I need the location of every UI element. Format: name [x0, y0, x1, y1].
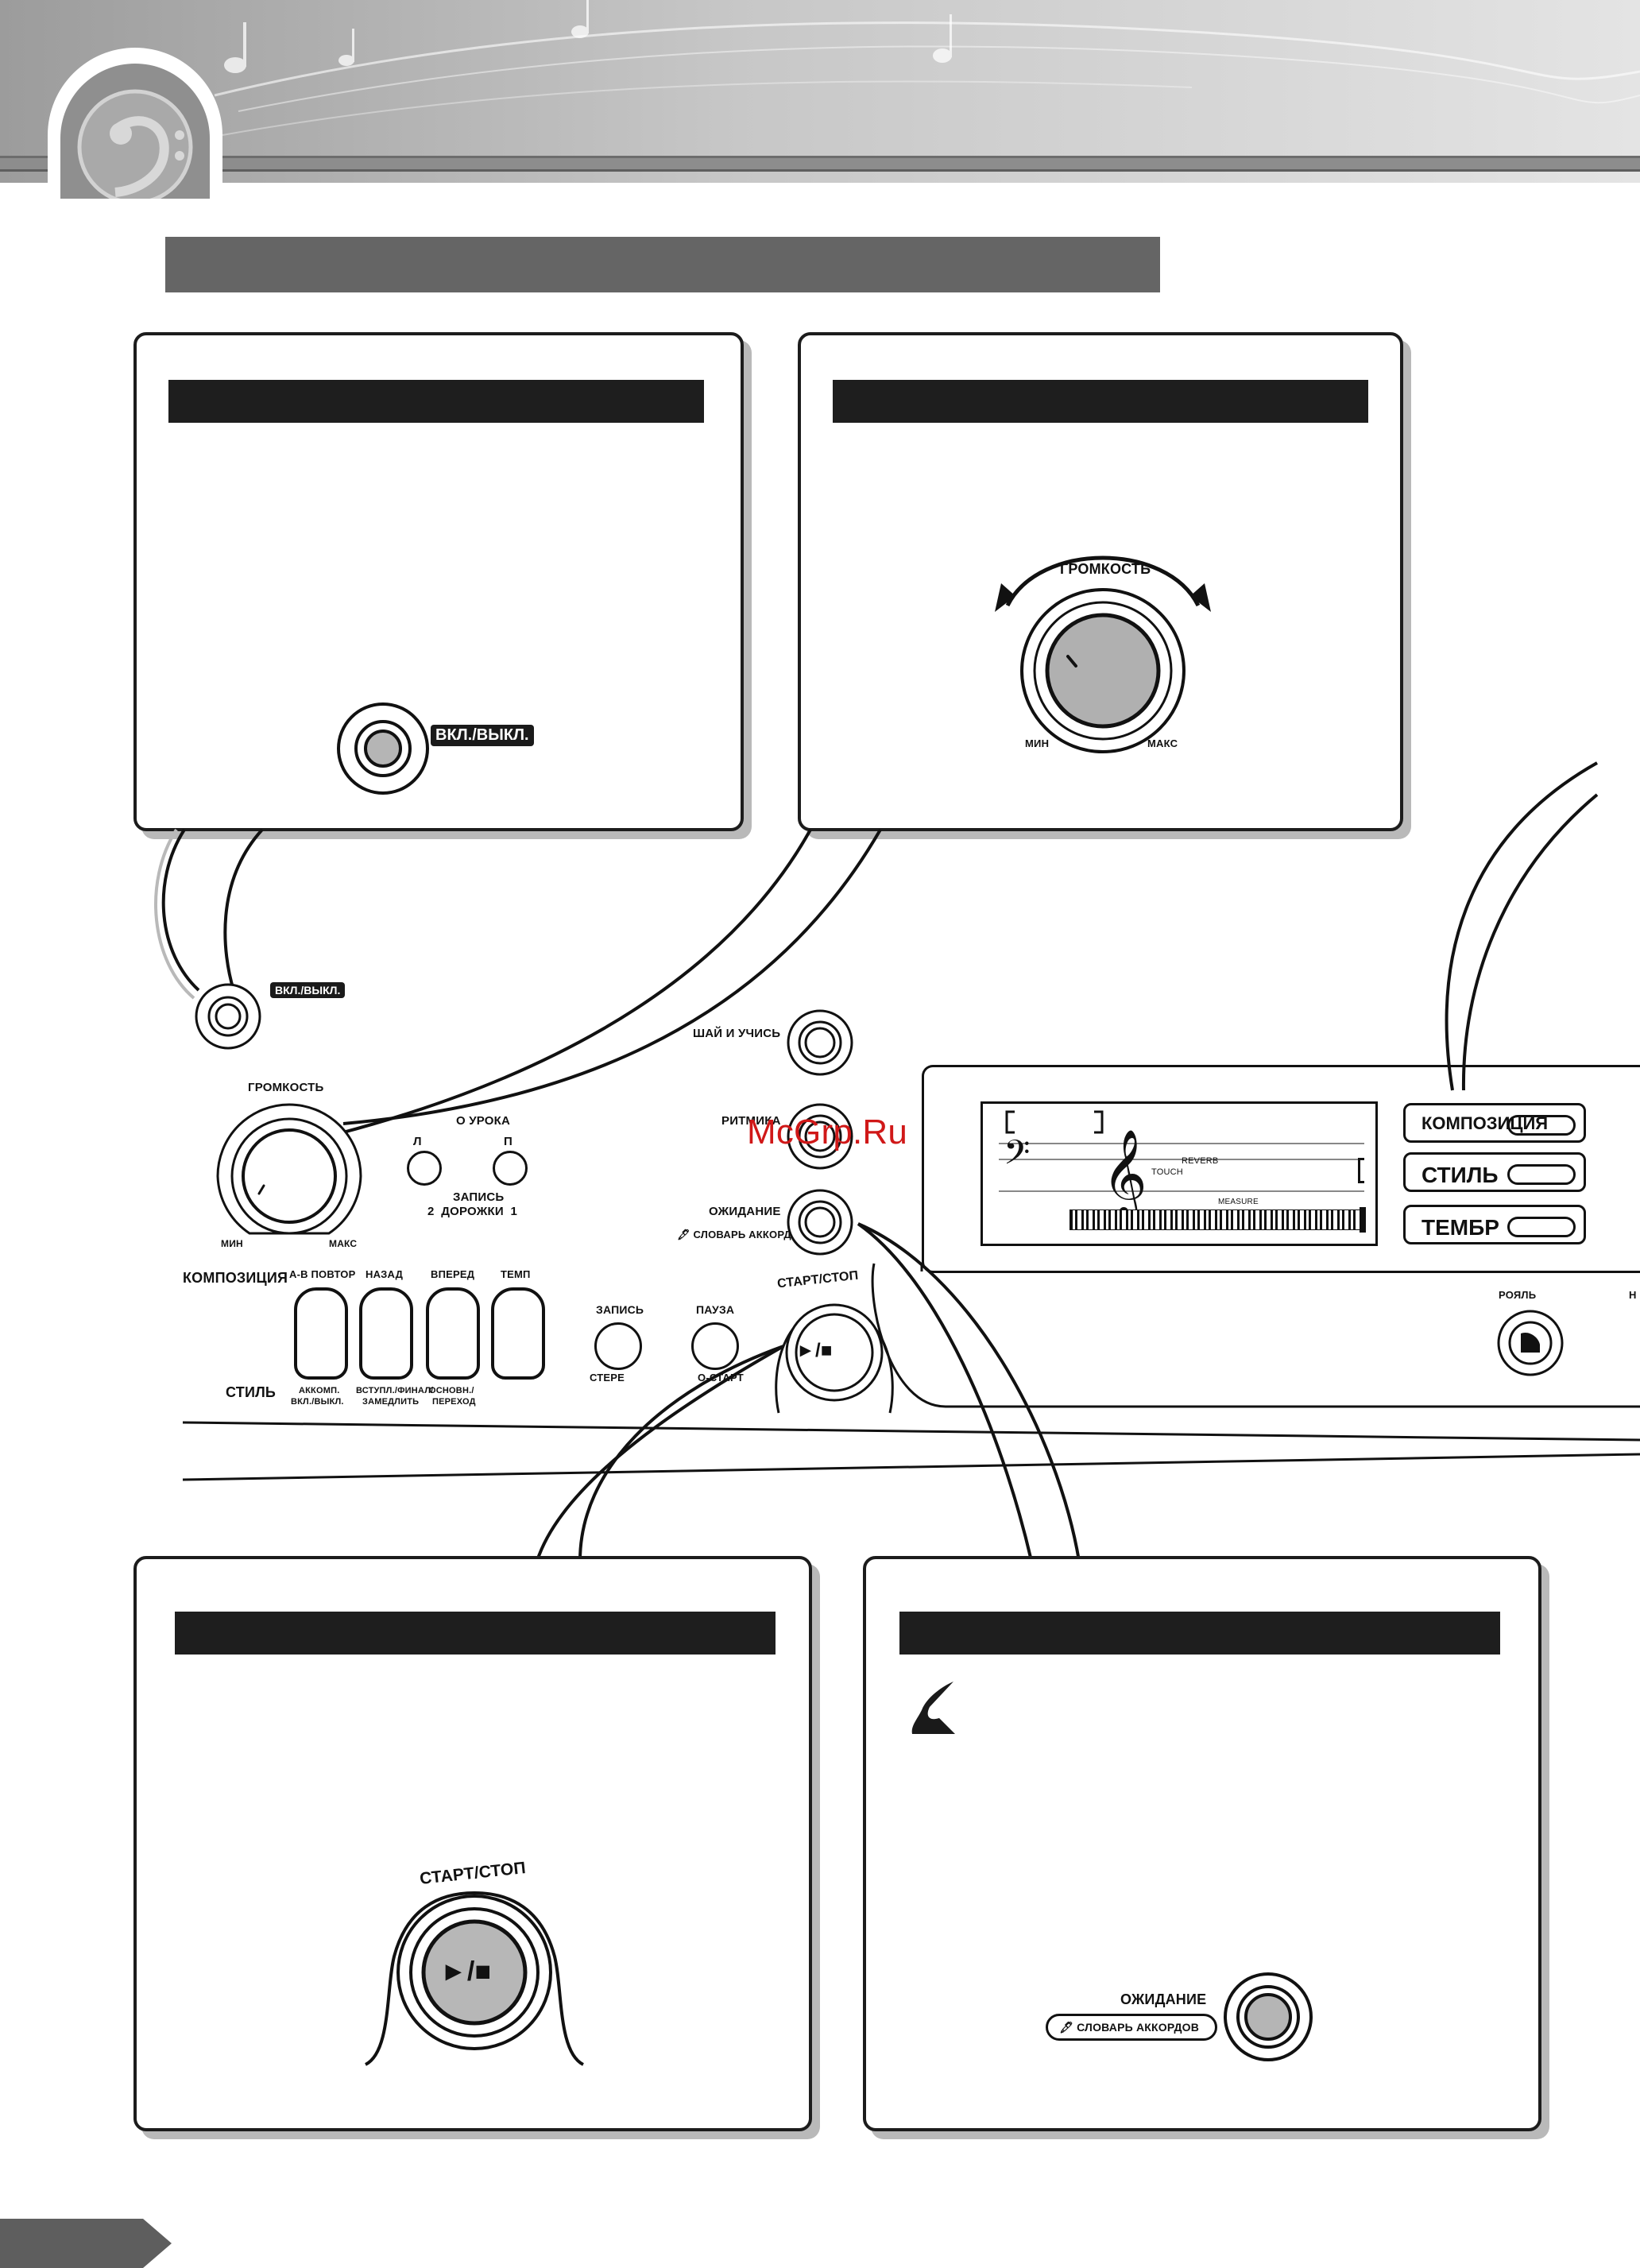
lcd-bracket [1358, 1158, 1364, 1183]
measure-indicator: MEASURE [1218, 1198, 1259, 1206]
pause-label: ПАУЗА [696, 1303, 735, 1316]
page-tab [0, 2219, 172, 2268]
display-panel [922, 1065, 1640, 1273]
chord-dictionary-icon [911, 1682, 955, 1734]
rewind-button[interactable] [359, 1287, 413, 1380]
rotation-arrow-icon [995, 555, 1211, 612]
rhythm-button[interactable] [787, 1103, 853, 1170]
header-gap [0, 183, 1640, 189]
voice-button[interactable]: ТЕМБР [1403, 1205, 1586, 1244]
wait-callout: ОЖИДАНИЕ 🖋 СЛОВАРЬ АККОРДОВ [863, 1556, 1541, 2131]
ab-repeat-label: A-B ПОВТОР [289, 1268, 356, 1280]
main-label-1: ОСНОВН./ [429, 1386, 474, 1395]
rec-sub-label: СТЕРЕ [590, 1372, 625, 1384]
volume-knob-large[interactable] [1015, 583, 1190, 758]
power-callout: ВКЛ./ВЫКЛ. [133, 332, 744, 831]
tempo-label: ТЕМП [501, 1268, 531, 1280]
start-stop-symbol: ►/■ [796, 1340, 833, 1361]
chord-dict-label-large: 🖋 СЛОВАРЬ АККОРДОВ [1059, 2021, 1200, 2034]
pause-button[interactable] [691, 1322, 739, 1370]
pause-sub-label: О-СТАРТ [698, 1372, 744, 1384]
song-button[interactable]: КОМПОЗИЦИЯ [1403, 1103, 1586, 1143]
piano-button[interactable] [1497, 1310, 1564, 1376]
volume-min-large: МИН [1025, 737, 1050, 749]
start-stop-callout: СТАРТ/СТОП ►/■ [133, 1556, 812, 2131]
chord-dict-pill: 🖋 СЛОВАРЬ АККОРДОВ [1046, 2014, 1217, 2041]
piano-icon [1521, 1332, 1540, 1353]
hand-r-label: П [504, 1135, 512, 1148]
bass-clef-icon: 𝄢 [1004, 1133, 1030, 1181]
power-callout-title-bar [168, 380, 704, 423]
volume-max-large: МАКС [1147, 737, 1178, 749]
ab-repeat-button[interactable] [294, 1287, 348, 1380]
intro-label-2: ЗАМЕДЛИТЬ [362, 1397, 420, 1407]
bass-clef-emblem [48, 48, 222, 199]
volume-callout-title-bar [833, 380, 1368, 423]
acmp-label-2: ВКЛ./ВЫКЛ. [291, 1397, 344, 1407]
wait-callout-title-bar [899, 1612, 1500, 1655]
volume-knob[interactable] [210, 1103, 369, 1246]
header-decoration [214, 0, 1640, 136]
lcd-bar [1360, 1207, 1366, 1233]
wait-label-large: ОЖИДАНИЕ [1120, 1991, 1207, 2007]
lesson-left-button[interactable] [407, 1151, 442, 1186]
lesson-right-button[interactable] [493, 1151, 528, 1186]
volume-label-large: ГРОМКОСТЬ [1060, 561, 1151, 577]
wait-label: ОЖИДАНИЕ [709, 1205, 781, 1218]
volume-min: МИН [221, 1238, 243, 1249]
volume-callout: ГРОМКОСТЬ МИН МАКС [798, 332, 1403, 831]
wait-button[interactable] [787, 1189, 853, 1256]
rec-label: ЗАПИСЬ [596, 1303, 644, 1316]
start-stop-button[interactable] [763, 1281, 906, 1424]
tracks-label: 2 ДОРОЖКИ 1 [427, 1205, 518, 1218]
start-stop-button-large[interactable] [359, 1877, 590, 2068]
header-band [0, 0, 1640, 184]
wait-button-large[interactable] [1222, 1971, 1314, 2063]
rhythm-label: РИТМИКА [721, 1114, 781, 1128]
piano-label: РОЯЛЬ [1499, 1289, 1537, 1301]
listen-learn-button[interactable] [787, 1009, 853, 1076]
intro-label-1: ВСТУПЛ./ФИНАЛ/ [356, 1386, 434, 1395]
watermark: McGrp.Ru [747, 1113, 908, 1151]
header-rule [0, 156, 1640, 172]
rewind-label: НАЗАД [366, 1268, 404, 1280]
main-label-2: ПЕРЕХОД [432, 1397, 476, 1407]
treble-clef-icon: 𝄞 [1102, 1128, 1147, 1221]
forward-button[interactable] [426, 1287, 480, 1380]
tempo-button[interactable] [491, 1287, 545, 1380]
rec-button[interactable] [594, 1322, 642, 1370]
lcd-keyboard-graphic [1070, 1210, 1364, 1229]
style-button-label: СТИЛЬ [1421, 1163, 1499, 1187]
touch-indicator: TOUCH [1151, 1167, 1183, 1177]
lcd-screen: 𝄢 𝄞 REVERB TOUCH MEASURE [981, 1101, 1378, 1246]
power-label-large: ВКЛ./ВЫКЛ. [431, 725, 534, 746]
voice-button-label: ТЕМБР [1421, 1215, 1499, 1240]
acmp-label-1: АККОМП. [299, 1386, 340, 1395]
chord-dict-text: СЛОВАРЬ АККОРДОВ [693, 1229, 807, 1240]
song-label: КОМПОЗИЦИЯ [183, 1270, 288, 1286]
start-stop-callout-title-bar [175, 1612, 776, 1655]
hand-l-label: Л [413, 1135, 422, 1148]
section-title-bar [165, 237, 1160, 292]
listen-learn-label: ШАЙ И УЧИСЬ [693, 1027, 781, 1040]
piano-partial-label: Н [1629, 1289, 1637, 1301]
volume-label: ГРОМКОСТЬ [248, 1081, 324, 1094]
style-label: СТИЛЬ [226, 1384, 277, 1400]
chord-dict-label: 🖋 СЛОВАРЬ АККОРДОВ [677, 1229, 807, 1240]
chord-dict-text-large: СЛОВАРЬ АККОРДОВ [1077, 2021, 1200, 2034]
power-label: ВКЛ./ВЫКЛ. [270, 982, 346, 998]
start-stop-symbol-large: ►/■ [440, 1956, 492, 1987]
style-button[interactable]: СТИЛЬ [1403, 1152, 1586, 1192]
record-label: ЗАПИСЬ [453, 1190, 505, 1204]
power-button[interactable] [194, 982, 262, 1051]
reverb-indicator: REVERB [1182, 1156, 1219, 1166]
volume-max: МАКС [329, 1238, 358, 1249]
power-button-large[interactable] [335, 701, 431, 796]
lesson-label: О УРОКА [456, 1114, 511, 1128]
forward-label: ВПЕРЕД [431, 1268, 475, 1280]
